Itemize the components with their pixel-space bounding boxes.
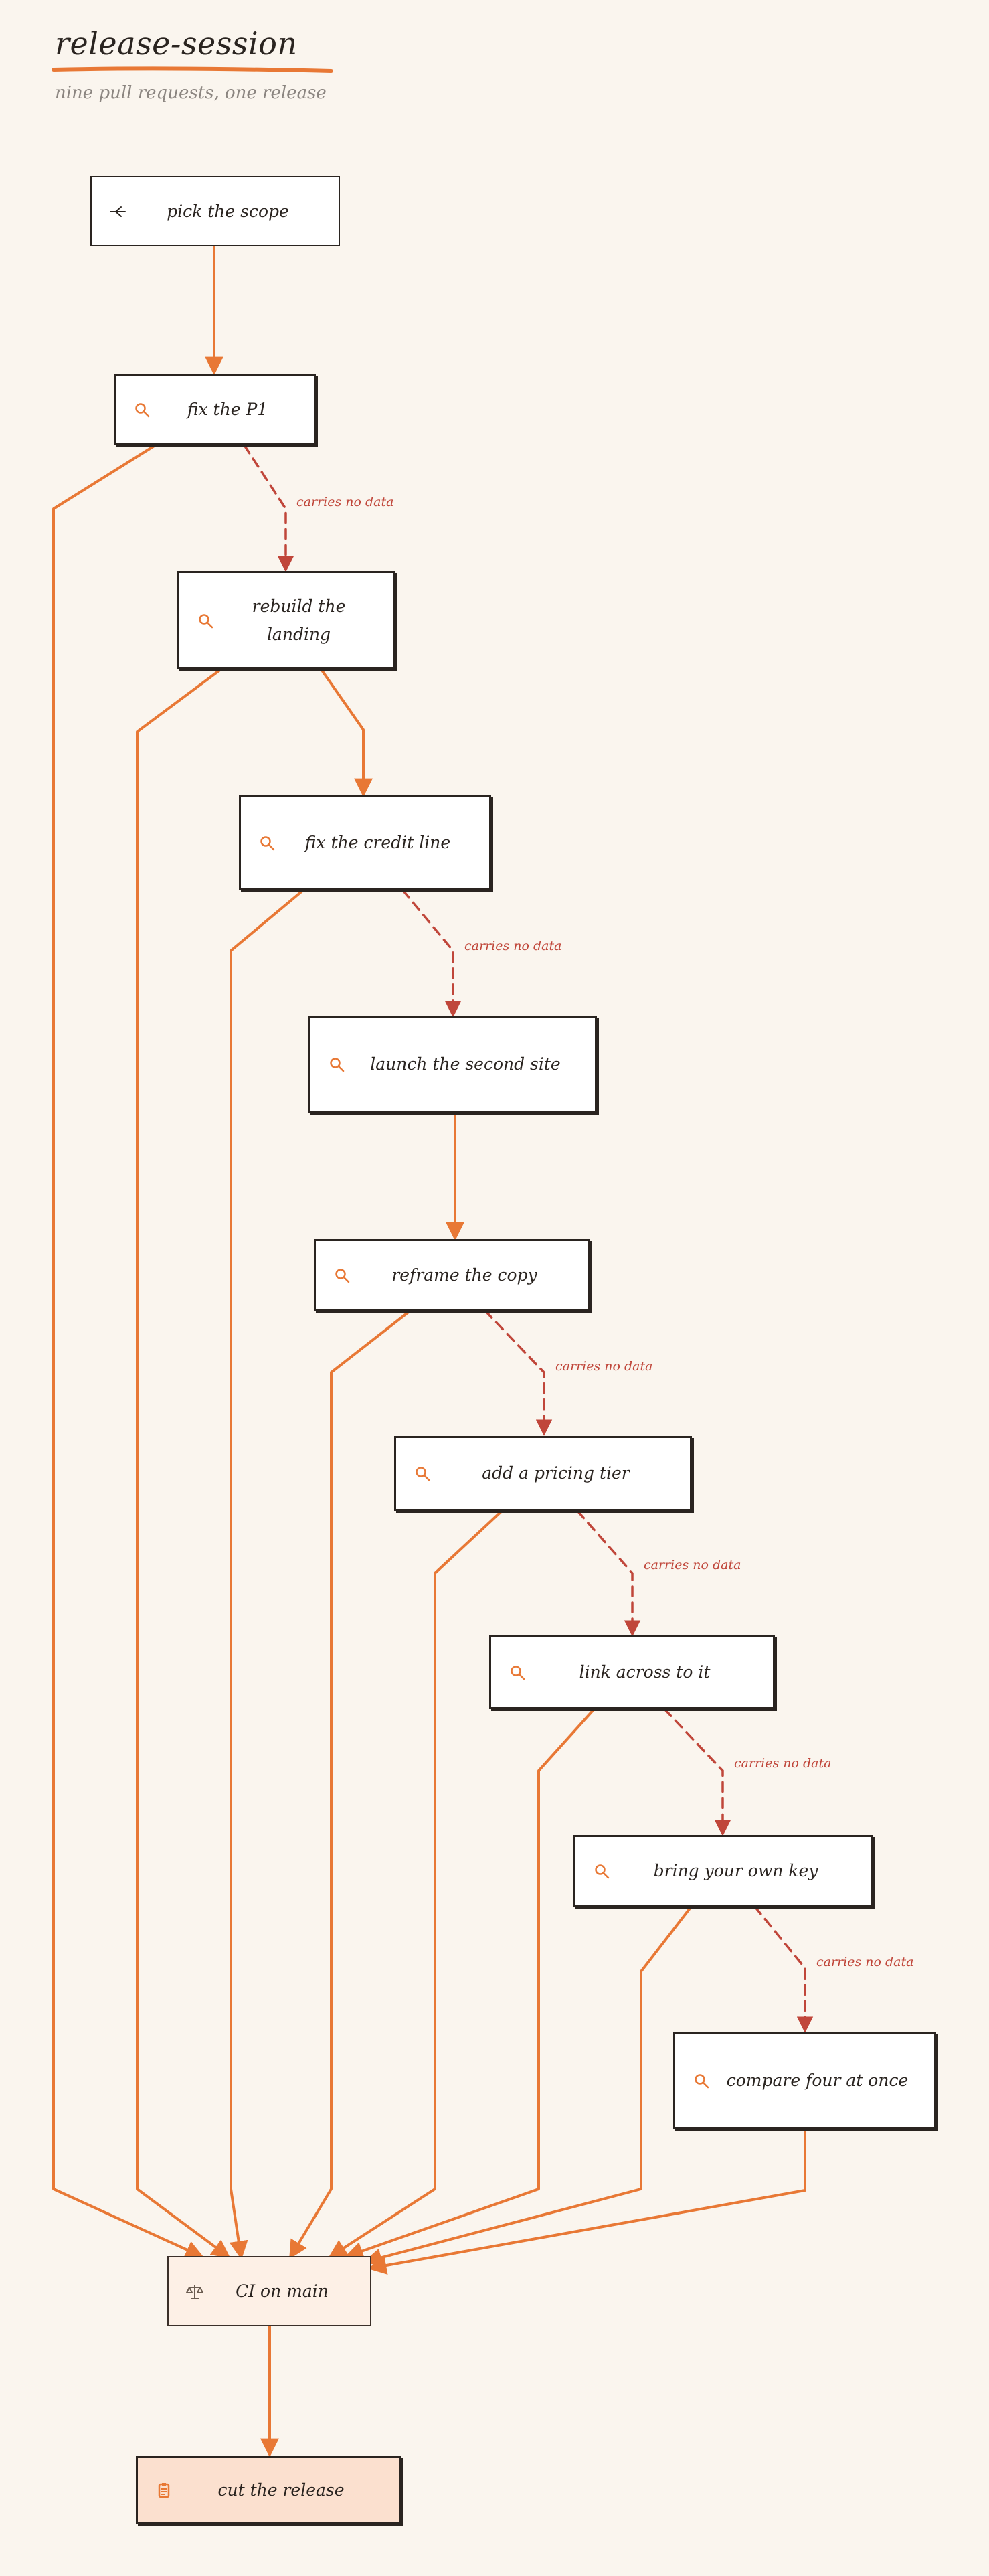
node-compare-four-at-once[interactable]: compare four at once [673, 2032, 936, 2129]
search-icon [507, 1662, 527, 1682]
edge-compare-ci [367, 2127, 806, 2275]
edge-label-carries-no-data: carries no data [644, 1558, 741, 1573]
node-link-across-to-it[interactable]: link across to it [489, 1635, 775, 1709]
clipboard-icon [154, 2480, 174, 2500]
node-label: bring your own key [653, 1860, 818, 1880]
edge-label-carries-no-data: carries no data [296, 495, 394, 509]
node-fix-the-credit-line[interactable]: fix the credit line [239, 795, 491, 890]
search-icon [327, 1054, 347, 1074]
search-icon [592, 1861, 612, 1881]
edge-key-ci [363, 1905, 693, 2267]
node-bring-your-own-key[interactable]: bring your own key [573, 1835, 873, 1907]
edge-landing-credit [320, 668, 373, 797]
search-icon [257, 833, 277, 853]
node-label: fix the credit line [304, 832, 451, 852]
dashed-edge-credit-second [401, 889, 462, 1018]
scales-icon [185, 2281, 205, 2302]
node-label: launch the second site [370, 1054, 561, 1074]
dashed-edge-p1-landing [243, 444, 294, 572]
edge-credit-ci [229, 889, 304, 2260]
dashed-edge-key-compare [753, 1905, 814, 2033]
edge-label-carries-no-data: carries no data [464, 939, 562, 953]
title-underline [52, 66, 333, 73]
search-icon [412, 1463, 432, 1483]
node-label: cut the release [217, 2480, 345, 2500]
edge-label-carries-no-data: carries no data [734, 1756, 832, 1771]
node-label: fix the P1 [187, 399, 268, 419]
node-label: pick the scope [167, 201, 289, 221]
search-icon [332, 1265, 352, 1285]
node-add-a-pricing-tier[interactable]: add a pricing tier [394, 1436, 692, 1511]
dashed-edge-link-key [663, 1708, 731, 1836]
search-icon [691, 2071, 711, 2091]
edge-label-carries-no-data: carries no data [816, 1955, 914, 1969]
page-subtitle: nine pull requests, one release [55, 83, 327, 103]
edge-pricing-ci [328, 1510, 503, 2259]
fork-icon [108, 202, 128, 222]
node-reframe-the-copy[interactable]: reframe the copy [314, 1239, 590, 1311]
node-label: reframe the copy [391, 1265, 537, 1285]
node-ci-on-main[interactable]: CI on main [167, 2256, 371, 2326]
node-cut-the-release[interactable]: cut the release [136, 2456, 401, 2524]
node-label: link across to it [579, 1662, 711, 1682]
node-launch-the-second-site[interactable]: launch the second site [308, 1016, 597, 1113]
node-label: compare four at once [726, 2070, 909, 2090]
edge-copy-ci [289, 1309, 412, 2259]
node-label: add a pricing tier [482, 1463, 630, 1483]
node-label: rebuild the landing [252, 596, 346, 644]
node-label: CI on main [236, 2281, 329, 2301]
edge-link-ci [344, 1708, 596, 2260]
dashed-edge-pricing-link [576, 1510, 641, 1637]
edge-p1-ci [52, 444, 205, 2259]
edge-landing-ci [136, 668, 231, 2259]
node-fix-the-p1[interactable]: fix the P1 [114, 374, 316, 445]
search-icon [132, 400, 152, 420]
edge-label-carries-no-data: carries no data [555, 1359, 653, 1374]
node-pick-the-scope[interactable]: pick the scope [90, 176, 340, 246]
node-rebuild-the-landing[interactable]: rebuild the landing [177, 571, 395, 669]
page-title: release-session [55, 25, 298, 62]
search-icon [195, 611, 215, 631]
dashed-edge-copy-pricing [484, 1309, 553, 1436]
